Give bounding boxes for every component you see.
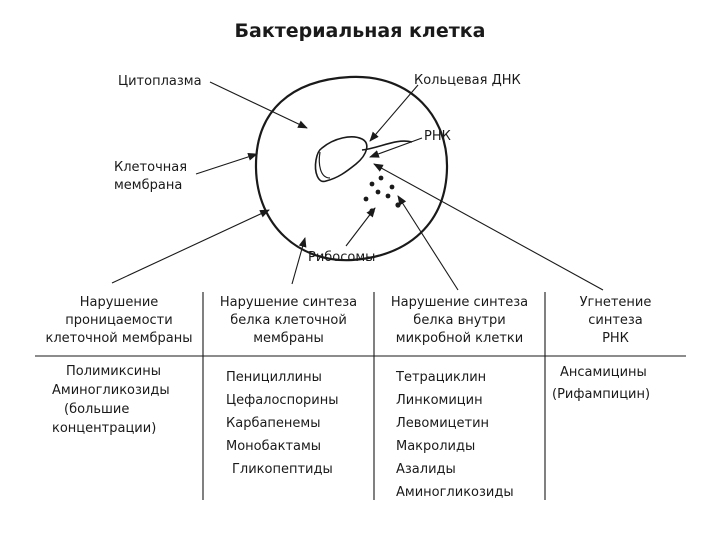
arrow-ring-dna (369, 84, 419, 142)
label-rna: РНК (424, 129, 451, 144)
ribosome-dots (363, 175, 401, 214)
cell-outline (254, 75, 449, 262)
label-cytoplasm: Цитоплазма (118, 74, 202, 89)
arrow-rna (369, 137, 423, 158)
label-membrane-line2: мембрана (114, 178, 183, 193)
column-header-rna-inhibition: Угнетение синтеза РНК (579, 295, 652, 346)
list-item: Азалиды (396, 462, 456, 477)
label-ribosomes: Рибосомы (308, 250, 376, 265)
list-item: Карбапенемы (226, 416, 321, 431)
arrow-cytoplasm (209, 81, 308, 129)
list-item: (Рифампицин) (552, 387, 651, 402)
arrow-col2 (291, 237, 307, 285)
ring-dna-shape (314, 136, 368, 183)
list-item: Монобактамы (226, 439, 322, 454)
column-list-permeability: Полимиксины Аминогликозиды (большие конц… (52, 362, 170, 438)
list-item: Левомицетин (396, 416, 490, 431)
list-item: Линкомицин (396, 393, 483, 408)
label-membrane-line1: Клеточная (114, 160, 188, 175)
arrow-ribosomes (345, 207, 376, 247)
column-header-membrane-protein: Нарушение синтеза белка клеточной мембра… (219, 295, 358, 346)
arrow-membrane (195, 153, 258, 175)
ring-dna-inner (318, 151, 331, 179)
column-list-membrane-protein: Пенициллины Цефалоспорины Карбапенемы Мо… (226, 366, 339, 481)
list-item: Макролиды (396, 439, 476, 454)
list-item: Тетрациклин (396, 370, 487, 385)
rna-strand (361, 140, 413, 151)
list-item: Цефалоспорины (226, 393, 339, 408)
list-item: Пенициллины (226, 370, 322, 385)
column-list-intracellular-protein: Тетрациклин Линкомицин Левомицетин Макро… (396, 366, 514, 504)
list-item: Полимиксины (66, 364, 161, 379)
column-list-rna-inhibition: Ансамицины (Рифампицин) (552, 362, 650, 406)
arrow-col4 (373, 163, 604, 291)
list-item: Ансамицины (560, 365, 647, 380)
list-item: (большие (64, 402, 130, 417)
arrow-col3 (397, 195, 459, 291)
list-item: концентрации) (52, 421, 157, 436)
column-header-intracellular-protein: Нарушение синтеза белка внутри микробной… (390, 295, 529, 346)
list-item: Гликопептиды (232, 462, 333, 477)
arrow-col1 (111, 209, 270, 284)
list-item: Аминогликозиды (396, 485, 514, 500)
column-header-permeability: Нарушение проницаемости клеточной мембра… (45, 295, 193, 346)
list-item: Аминогликозиды (52, 383, 170, 398)
diagram-title: Бактериальная клетка (234, 20, 486, 42)
label-ring-dna: Кольцевая ДНК (414, 73, 521, 88)
